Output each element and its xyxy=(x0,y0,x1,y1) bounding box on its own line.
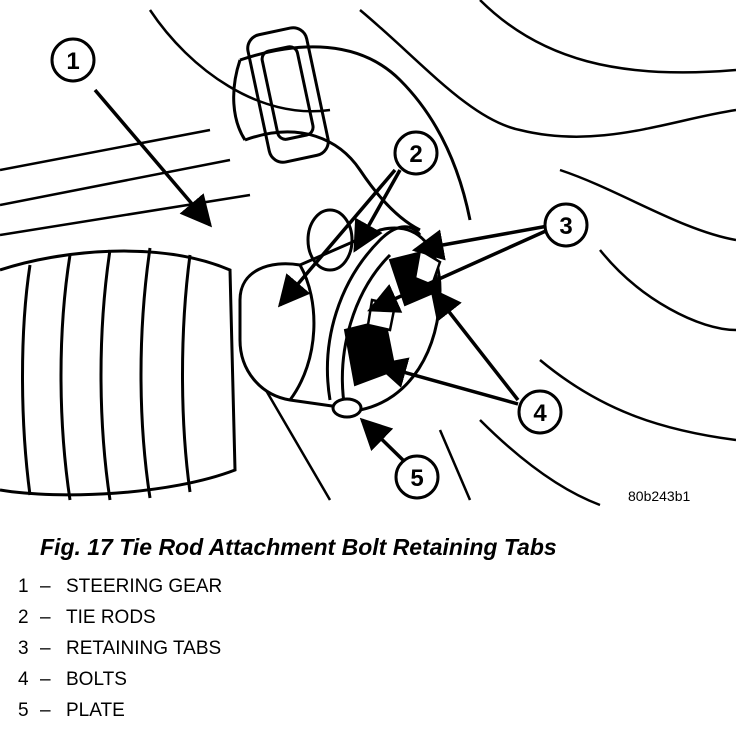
legend-item: 5 – PLATE xyxy=(18,700,222,731)
callout-2-label: 2 xyxy=(409,141,422,168)
callout-1-label: 1 xyxy=(66,48,79,75)
legend-label: PLATE xyxy=(66,700,125,721)
callout-3: 3 xyxy=(543,202,589,248)
legend-label: BOLTS xyxy=(66,669,127,690)
callout-5: 5 xyxy=(394,454,440,500)
callout-2: 2 xyxy=(393,130,439,176)
legend-number: 2 xyxy=(18,607,29,628)
callout-3-label: 3 xyxy=(559,213,572,240)
callout-4-label: 4 xyxy=(533,400,547,427)
callout-arrows xyxy=(93,88,549,464)
figure-caption: Fig. 17 Tie Rod Attachment Bolt Retainin… xyxy=(40,534,557,560)
technical-illustration: 1 2 3 4 5 xyxy=(0,0,736,507)
legend-number: 4 xyxy=(18,669,29,690)
legend-number: 5 xyxy=(18,700,29,721)
image-code: 80b243b1 xyxy=(628,488,691,504)
legend-label: TIE RODS xyxy=(66,607,156,628)
plate xyxy=(326,225,422,419)
callout-4: 4 xyxy=(517,389,563,435)
legend-item: 1 – STEERING GEAR xyxy=(18,576,222,607)
legend-item: 4 – BOLTS xyxy=(18,669,222,700)
legend-item: 3 – RETAINING TABS xyxy=(18,638,222,669)
legend-dash: – xyxy=(40,607,51,628)
legend-dash: – xyxy=(40,576,51,597)
legend-dash: – xyxy=(40,700,51,721)
legend-dash: – xyxy=(40,669,51,690)
legend: 1 – STEERING GEAR 2 – TIE RODS 3 – RETAI… xyxy=(18,576,222,731)
legend-label: RETAINING TABS xyxy=(66,638,222,659)
callout-1: 1 xyxy=(50,37,96,83)
legend-number: 3 xyxy=(18,638,29,659)
legend-label: STEERING GEAR xyxy=(66,576,223,597)
hose xyxy=(232,26,472,232)
steering-gear-boot xyxy=(0,247,237,501)
legend-item: 2 – TIE RODS xyxy=(18,607,222,638)
tie-rod-housing xyxy=(238,208,442,412)
callout-5-label: 5 xyxy=(410,465,423,492)
legend-number: 1 xyxy=(18,576,29,597)
legend-dash: – xyxy=(40,638,51,659)
